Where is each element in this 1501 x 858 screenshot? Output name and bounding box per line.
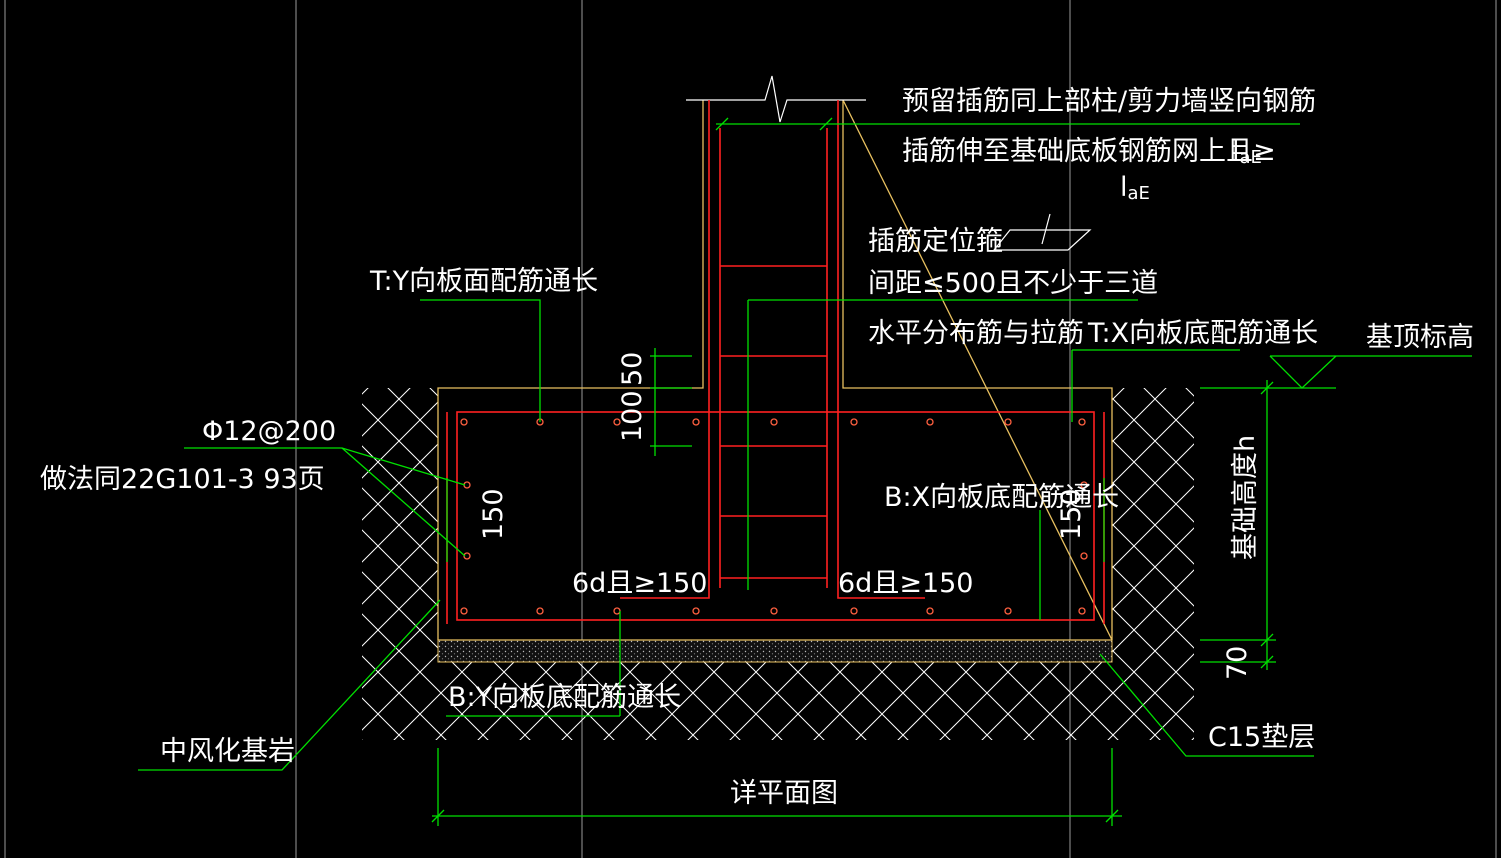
dim-50: 50	[617, 352, 648, 386]
lae-label-1: laE	[1232, 136, 1262, 168]
dim-150-right: 150	[1056, 488, 1087, 540]
foundation-height-label: 基础高度h	[1230, 435, 1261, 560]
dowel-note-2: 插筋伸至基础底板钢筋网上且≥	[902, 136, 1276, 167]
rock-label: 中风化基岩	[160, 736, 295, 767]
dim-150-left: 150	[478, 488, 509, 540]
dowel-note-1: 预留插筋同上部柱/剪力墙竖向钢筋	[902, 86, 1316, 117]
top-x-bars-label: T:X向板底配筋通长	[1087, 318, 1318, 349]
stirrup-note-1: 插筋定位箍	[868, 226, 1003, 257]
break-line	[686, 75, 866, 123]
top-y-bars-label: T:Y向板面配筋通长	[369, 266, 598, 297]
anchor-left-label: 6d且≥150	[572, 568, 707, 599]
foundation-top-elevation-label: 基顶标高	[1366, 322, 1474, 353]
leader-lines	[138, 117, 1472, 826]
dim-70: 70	[1222, 646, 1253, 680]
stirrup-note-2: 间距≤500且不少于三道	[868, 268, 1158, 299]
bottom-y-bars-label: B:Y向板底配筋通长	[448, 682, 681, 713]
rebar-dots	[460, 418, 1088, 615]
stirrup-note-3: 水平分布筋与拉筋	[868, 318, 1084, 349]
c15-blinding-layer	[437, 639, 1113, 663]
column-dowels	[620, 100, 925, 599]
plan-ref-label: 详平面图	[730, 778, 838, 809]
annotation-text: 预留插筋同上部柱/剪力墙竖向钢筋 插筋伸至基础底板钢筋网上且≥ laE laE …	[40, 86, 1474, 809]
bottom-x-bars-label: B:X向板底配筋通长	[884, 482, 1119, 513]
anchor-right-label: 6d且≥150	[838, 568, 973, 599]
dim-100: 100	[617, 390, 648, 442]
lae-label-2: laE	[1120, 172, 1150, 204]
rock-hatch	[362, 388, 1194, 740]
phi-bar-label: Φ12@200	[202, 416, 336, 447]
concrete-outline	[437, 99, 1113, 641]
method-note: 做法同22G101-3 93页	[40, 464, 325, 495]
slab-rebar	[446, 411, 1105, 624]
c15-label: C15垫层	[1208, 722, 1315, 753]
